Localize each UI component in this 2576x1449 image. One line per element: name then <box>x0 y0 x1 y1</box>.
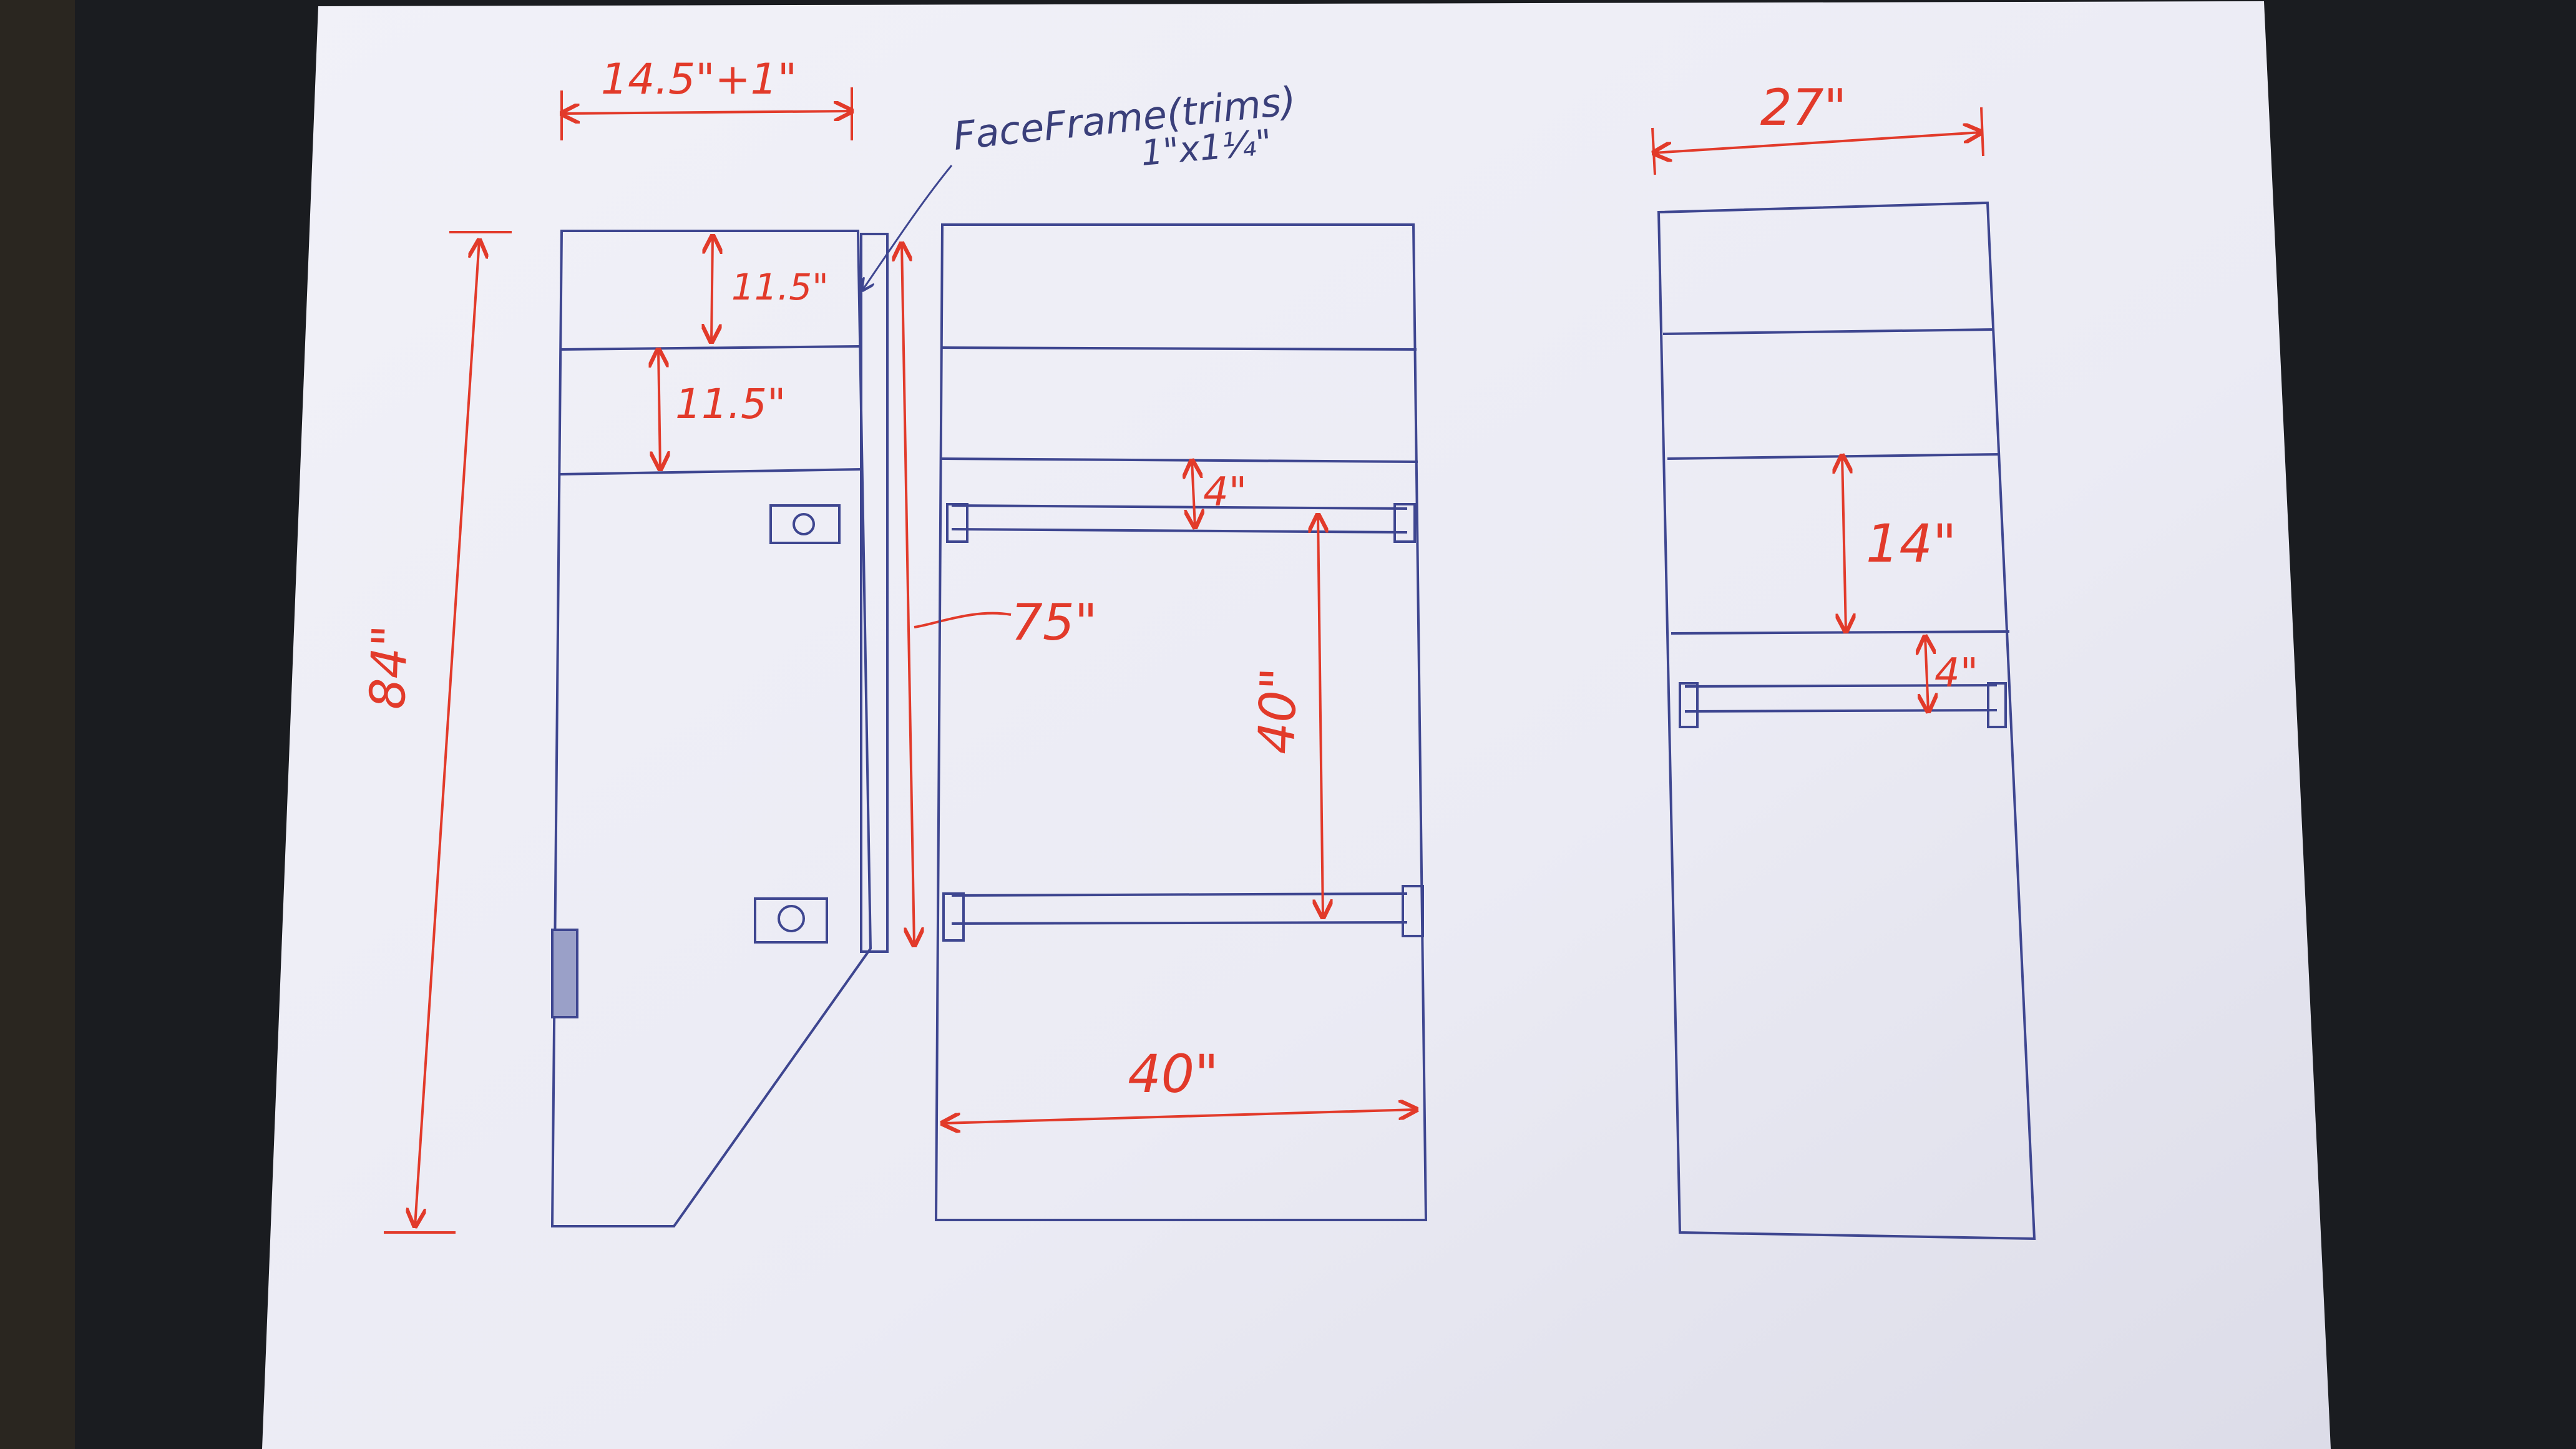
label-right-gap: 14" <box>1866 513 1957 574</box>
label-face-frame-height: 75" <box>1011 593 1098 651</box>
dim-right-width <box>1654 132 1981 153</box>
dim-front-opening-height <box>1318 515 1323 917</box>
face-frame-height-leader <box>914 612 1012 628</box>
side-shelf-line-2 <box>558 468 863 476</box>
label-front-opening-height: 40" <box>1247 666 1309 755</box>
dim-right-width-tick-left <box>1651 127 1656 175</box>
paper-sheet <box>262 1 2331 1449</box>
label-shelf-gap-top: 11.5" <box>731 266 829 308</box>
front-rail-lower-bracket-right <box>1402 885 1424 937</box>
side-hinge-upper <box>769 504 841 544</box>
dim-shelf-gap-top <box>711 236 713 342</box>
label-side-height: 84" <box>360 624 419 710</box>
right-rail <box>1684 684 1998 713</box>
side-hinge-upper-knob <box>793 513 815 535</box>
face-frame-leader <box>862 165 953 290</box>
dim-front-rail-gap <box>1192 461 1195 527</box>
label-right-rail-gap: 4" <box>1934 650 1978 696</box>
dim-front-width <box>942 1110 1417 1123</box>
front-view <box>934 223 1428 1221</box>
side-hinge-lower-knob <box>778 905 805 932</box>
side-view <box>550 230 889 1227</box>
right-shelf-line-1 <box>1662 328 1994 335</box>
front-rail-lower-bracket-left <box>942 892 965 942</box>
side-toe-kick <box>551 929 578 1018</box>
side-hinge-lower <box>754 897 828 944</box>
side-view-outline <box>550 230 872 1227</box>
face-frame-trim <box>860 233 889 953</box>
side-shelf-line-1 <box>560 345 861 351</box>
dim-right-rail-gap <box>1925 637 1928 711</box>
right-rail-bracket-right <box>1987 682 2007 728</box>
dim-shelf-gap-second <box>658 349 660 469</box>
label-shelf-gap-second: 11.5" <box>675 380 786 428</box>
dim-right-gap <box>1842 456 1846 632</box>
dim-side-depth <box>562 111 852 114</box>
label-right-width: 27" <box>1760 79 1847 137</box>
label-front-width: 40" <box>1128 1043 1219 1105</box>
backdrop-left-edge <box>0 0 75 1449</box>
dim-face-frame-height <box>902 243 914 945</box>
label-front-rail-gap: 4" <box>1203 469 1247 515</box>
front-view-outline <box>934 223 1428 1221</box>
front-shelf-line-1 <box>940 346 1417 351</box>
right-view-outline <box>1657 201 2036 1241</box>
right-rail-bracket-left <box>1679 682 1699 728</box>
dim-right-width-tick-right <box>1980 107 1984 157</box>
front-rail-upper-bracket-right <box>1393 503 1416 543</box>
label-side-depth: 14.5"+1" <box>601 55 797 104</box>
front-shelf-line-2 <box>940 457 1418 463</box>
dim-side-height <box>415 240 479 1226</box>
front-rail-upper-bracket-left <box>946 503 968 543</box>
